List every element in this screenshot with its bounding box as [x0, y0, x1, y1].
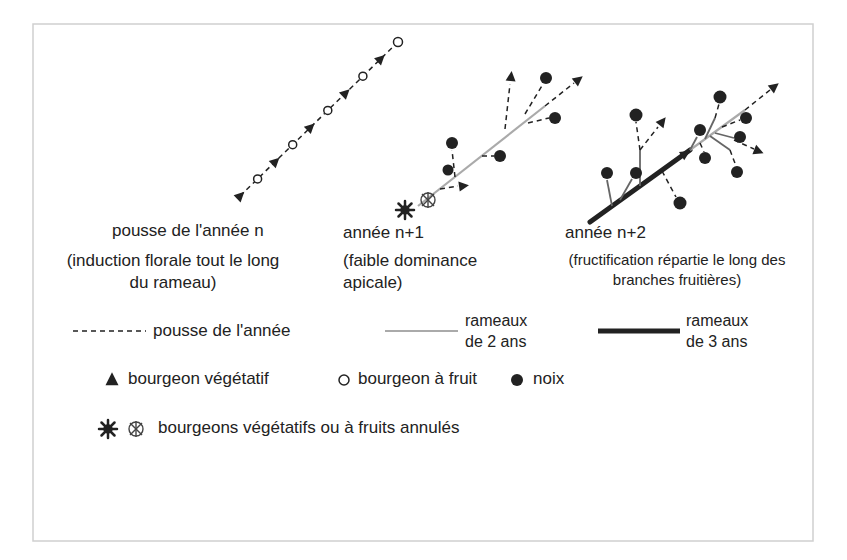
shoot-year-n-part — [374, 51, 388, 65]
cancelled-bud-circled-part — [129, 422, 143, 436]
nut-sample — [511, 374, 523, 386]
stage-title: année n+2 — [565, 222, 646, 244]
grey-line-sample — [385, 330, 458, 332]
branch-year-n1-part — [506, 71, 517, 82]
legend-label: noix — [533, 368, 564, 390]
branch-year-n1-part — [418, 106, 545, 206]
branch-year-n2-part-part — [636, 122, 640, 150]
branch-year-n1-part-part — [525, 84, 543, 114]
branch-year-n1-part — [494, 150, 506, 162]
branch-year-n1-part — [443, 165, 454, 176]
branch-year-n2-part-part — [715, 133, 734, 138]
legend-label: pousse de l'année — [153, 320, 290, 342]
frame — [33, 24, 813, 541]
vegetative-bud-sample — [106, 372, 119, 385]
shoot-year-n-part — [324, 106, 332, 114]
stage-title: pousse de l'année n — [112, 220, 264, 242]
branch-year-n1-part — [549, 112, 561, 124]
shoot-year-n-part — [240, 42, 398, 196]
branch-year-n1-part — [458, 180, 469, 191]
dashed-sample — [73, 330, 146, 332]
cancelled-bud-circled-part — [421, 193, 435, 207]
cancelled-bud-circled — [421, 192, 435, 208]
branch-year-n1-part-part — [505, 84, 510, 129]
branch-year-n2-part-part — [700, 143, 704, 152]
cancelled-bud-circled — [129, 421, 143, 437]
cancelled-bud-circled-part — [135, 421, 136, 437]
shoot-year-n-part — [304, 120, 318, 134]
branch-year-n2-part — [607, 118, 734, 206]
branch-year-n1-part-part — [545, 83, 574, 106]
branch-year-n2-part — [734, 131, 746, 143]
branch-year-n2-part — [674, 197, 687, 210]
shoot-year-n-part — [234, 188, 248, 202]
branch-year-n2-part — [740, 112, 752, 124]
cancelled-bud-star — [99, 420, 117, 438]
branch-year-n1-part-part — [528, 118, 549, 123]
branch-year-n2-part-part — [620, 179, 632, 200]
branch-year-n2-part — [752, 145, 765, 158]
shoot-year-n-part — [269, 154, 283, 168]
branch-year-n2-part-part — [639, 150, 641, 186]
branch-year-n2-part — [731, 166, 743, 178]
branch-year-n2-part-part — [662, 171, 676, 197]
branch-year-n2 — [590, 79, 782, 222]
branch-year-n2-part — [714, 91, 727, 104]
cancelled-bud-star-part — [102, 423, 115, 436]
branch-year-n1-part — [446, 137, 458, 149]
legend-label: bourgeon à fruit — [358, 368, 477, 390]
shoot-year-n-part — [339, 86, 353, 100]
branch-year-n1-part-part — [440, 186, 458, 189]
branch-year-n1 — [396, 71, 586, 219]
branch-year-n2-part-part — [715, 104, 719, 118]
stage-note: (faible dominance apicale) — [343, 250, 508, 294]
branch-year-n2-part — [630, 167, 642, 179]
branch-year-n2-part — [690, 110, 745, 150]
branch-year-n2-part — [630, 109, 643, 122]
branch-year-n2-part-part — [640, 127, 658, 150]
branch-year-n2-part — [694, 124, 706, 136]
legend-label: rameaux de 3 ans — [686, 311, 760, 353]
fruit-bud-sample — [339, 375, 349, 385]
stage-note: (induction florale tout le long du ramea… — [62, 250, 284, 294]
branch-year-n2-part — [699, 152, 711, 164]
cancelled-bud-star-part — [105, 426, 112, 433]
branch-year-n2-part-part — [672, 157, 681, 163]
branch-year-n1-part — [540, 72, 552, 84]
shoot-year-n-part — [359, 72, 367, 80]
branch-year-n1-part — [572, 72, 586, 86]
branch-year-n2-part-part — [690, 137, 697, 150]
shoot-year-n — [234, 38, 403, 203]
thick-line-sample — [598, 329, 680, 334]
branch-year-n2-part — [601, 167, 613, 179]
branch-year-n2-part — [656, 114, 670, 128]
branch-year-n2-part-part — [705, 118, 715, 139]
branch-year-n2-part — [679, 147, 693, 161]
branch-year-n2-part-part — [607, 180, 612, 206]
branch-year-n2-part-part — [745, 90, 770, 110]
branch-year-n2-part-part — [710, 136, 730, 150]
legend-label: bourgeon végétatif — [128, 368, 269, 390]
cancelled-bud-star-part — [102, 423, 115, 436]
branch-year-n1-part-part — [482, 155, 494, 157]
shoot-year-n-part — [254, 175, 262, 183]
branch-year-n1-part — [440, 83, 574, 189]
legend-label: bourgeons végétatifs ou à fruits annulés — [158, 417, 459, 439]
cancelled-bud-star-part — [399, 204, 412, 217]
cancelled-bud-star — [396, 201, 414, 219]
stage-note: (fructification répartie le long des bra… — [548, 250, 806, 289]
branch-year-n2-part — [768, 79, 782, 93]
cancelled-bud-star-part — [399, 204, 412, 217]
legend-label: rameaux de 2 ans — [465, 311, 539, 353]
shoot-year-n-part — [394, 38, 403, 47]
branch-year-n2-part-part — [730, 150, 736, 166]
shoot-year-n-part — [289, 141, 297, 149]
cancelled-bud-circled-part — [427, 192, 428, 208]
cancelled-bud-star-part — [402, 207, 409, 214]
branch-year-n2-part-part — [722, 120, 740, 127]
branch-year-n2-part — [590, 150, 690, 222]
stage-title: année n+1 — [343, 222, 424, 244]
branch-year-n2-part — [636, 90, 770, 197]
